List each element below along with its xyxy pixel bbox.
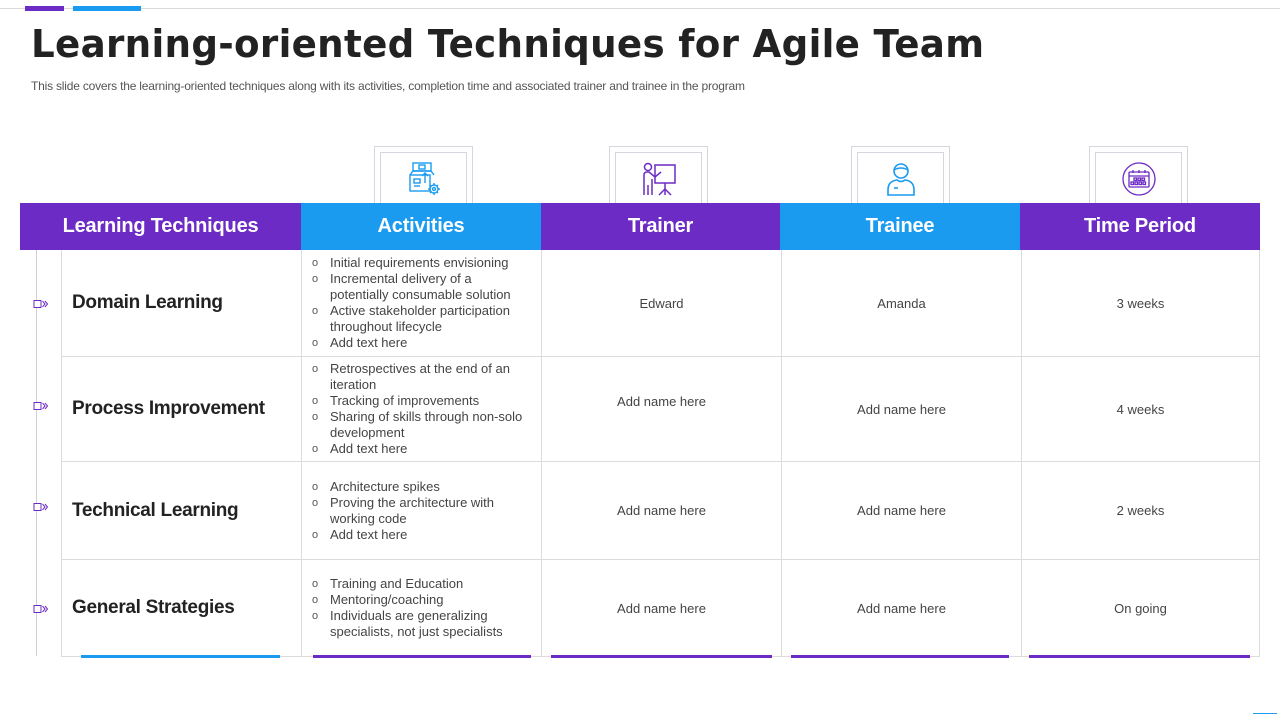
technique-name: General Strategies (61, 560, 301, 656)
slide-title: Learning-oriented Techniques for Agile T… (31, 22, 985, 66)
bottom-accent-purple (313, 655, 531, 658)
activities-cell: Initial requirements envisioning Increme… (301, 250, 541, 356)
activity-item: Initial requirements envisioning (312, 255, 532, 271)
trainee-cell: Add name here (781, 357, 1021, 461)
bottom-accent-purple (1029, 655, 1250, 658)
activity-item: Architecture spikes (312, 479, 532, 495)
accent-bar-purple (25, 6, 64, 11)
arrow-marker-icon (33, 300, 49, 308)
technique-name: Domain Learning (61, 250, 301, 356)
trainer-icon-box (609, 146, 708, 204)
slide-subtitle: This slide covers the learning-oriented … (31, 79, 745, 93)
activity-item: Add text here (312, 527, 532, 543)
bottom-accent-purple (791, 655, 1009, 658)
arrow-marker-icon (33, 503, 49, 511)
trainee-icon-box (851, 146, 950, 204)
trainee-cell: Add name here (781, 560, 1021, 656)
trainee-cell: Add name here (781, 462, 1021, 559)
corner-accent-line (1253, 713, 1277, 714)
activity-item: Add text here (312, 335, 532, 351)
header-trainee: Trainee (780, 203, 1020, 250)
activities-cell: Architecture spikes Proving the architec… (301, 462, 541, 559)
timeline-line (36, 250, 37, 656)
techniques-table: Domain Learning Initial requirements env… (61, 250, 1260, 656)
time-period-cell: 4 weeks (1021, 357, 1260, 461)
arrow-marker-icon (33, 605, 49, 613)
activities-list: Architecture spikes Proving the architec… (312, 479, 532, 543)
activities-icon-box (374, 146, 473, 204)
trainer-cell: Add name here (541, 357, 781, 461)
activities-list: Training and Education Mentoring/coachin… (312, 576, 532, 640)
bottom-accent-purple (551, 655, 772, 658)
activity-item: Individuals are generalizing specialists… (312, 608, 532, 640)
accent-bar-blue (73, 6, 141, 11)
table-row: General Strategies Training and Educatio… (61, 560, 1260, 656)
top-divider (0, 8, 1280, 9)
activity-item: Incremental delivery of a potentially co… (312, 271, 532, 303)
product-delivery-gear-icon (408, 162, 440, 195)
table-row: Process Improvement Retrospectives at th… (61, 357, 1260, 462)
technique-name: Technical Learning (61, 462, 301, 559)
person-user-icon (886, 163, 915, 196)
time-period-cell: On going (1021, 560, 1260, 656)
time-period-icon-box (1089, 146, 1188, 204)
activity-item: Mentoring/coaching (312, 592, 532, 608)
header-activities: Activities (301, 203, 541, 250)
activity-item: Active stakeholder participation through… (312, 303, 532, 335)
table-row: Technical Learning Architecture spikes P… (61, 462, 1260, 560)
header-learning-techniques: Learning Techniques (20, 203, 301, 250)
trainer-cell: Add name here (541, 462, 781, 559)
bottom-accent-blue (81, 655, 280, 658)
activity-item: Proving the architecture with working co… (312, 495, 532, 527)
activity-item: Retrospectives at the end of an iteratio… (312, 361, 532, 393)
activities-cell: Training and Education Mentoring/coachin… (301, 560, 541, 656)
trainee-cell: Amanda (781, 250, 1021, 356)
trainer-cell: Add name here (541, 560, 781, 656)
activities-cell: Retrospectives at the end of an iteratio… (301, 357, 541, 461)
activity-item: Add text here (312, 441, 532, 457)
activity-item: Tracking of improvements (312, 393, 532, 409)
technique-name: Process Improvement (61, 357, 301, 461)
header-trainer: Trainer (541, 203, 780, 250)
activities-list: Retrospectives at the end of an iteratio… (312, 361, 532, 457)
trainer-cell: Edward (541, 250, 781, 356)
activity-item: Sharing of skills through non-solo devel… (312, 409, 532, 441)
presenter-whiteboard-icon (642, 162, 676, 196)
time-period-cell: 3 weeks (1021, 250, 1260, 356)
activities-list: Initial requirements envisioning Increme… (312, 255, 532, 351)
activity-item: Training and Education (312, 576, 532, 592)
table-header: Learning Techniques Activities Trainer T… (20, 203, 1260, 250)
arrow-marker-icon (33, 402, 49, 410)
header-time-period: Time Period (1020, 203, 1260, 250)
table-row: Domain Learning Initial requirements env… (61, 250, 1260, 357)
time-period-cell: 2 weeks (1021, 462, 1260, 559)
calendar-icon (1121, 162, 1156, 196)
